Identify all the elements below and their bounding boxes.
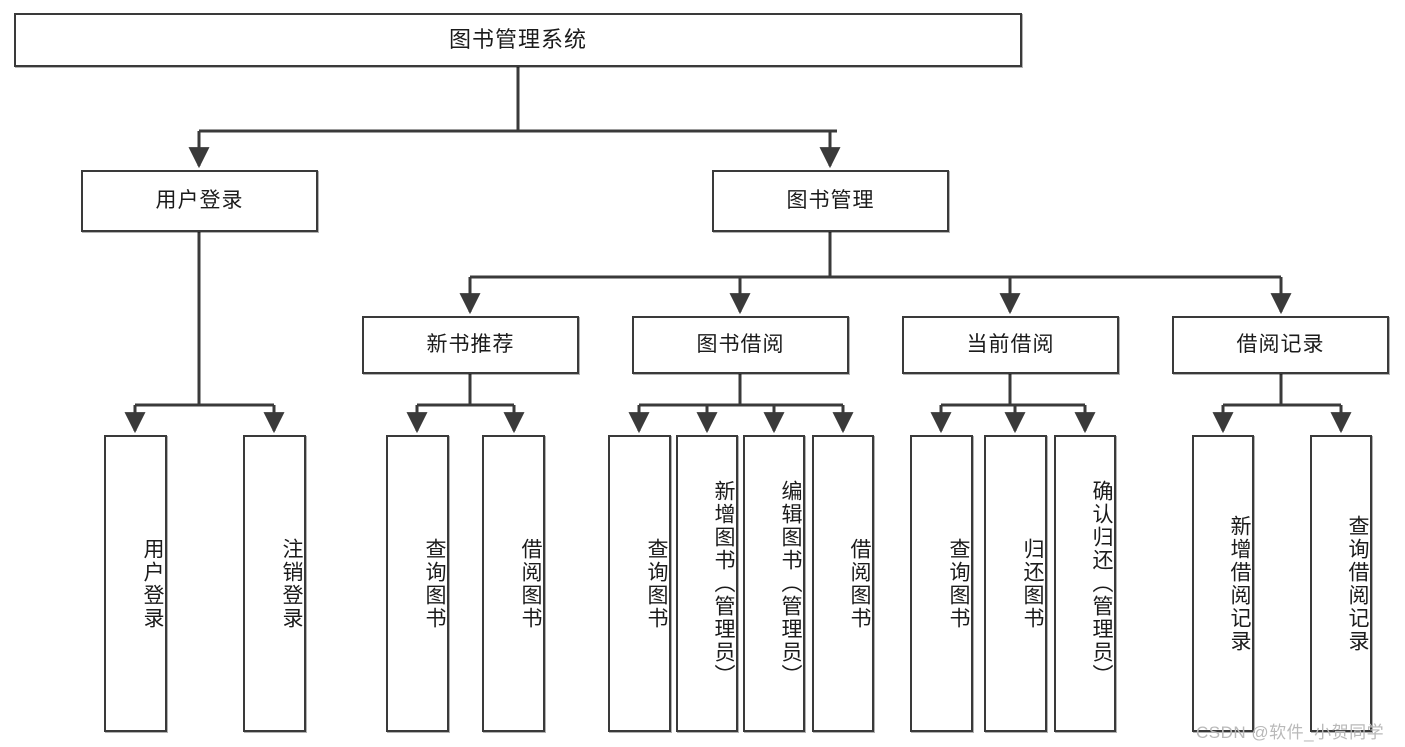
leaf-node[interactable]: 借阅图书 [482,435,545,732]
leaf-node-label: 编辑图书（管理员） [779,480,802,687]
leaf-node[interactable]: 查询借阅记录 [1310,435,1372,732]
leaf-node-label: 新增借阅记录 [1228,514,1251,653]
node-new-book-recommend[interactable]: 新书推荐 [362,316,579,374]
leaf-node-label: 新增图书（管理员） [712,480,735,687]
leaf-node-label: 归还图书 [1021,537,1044,630]
leaf-node[interactable]: 查询图书 [386,435,449,732]
leaf-node-label: 查询借阅记录 [1346,514,1369,653]
leaf-node[interactable]: 借阅图书 [812,435,874,732]
leaf-node-label: 查询图书 [947,537,970,630]
leaf-node-label: 用户登录 [141,537,164,630]
leaf-node-label: 确认归还（管理员） [1090,480,1113,687]
leaf-node-label: 查询图书 [645,537,668,630]
leaf-node-label: 查询图书 [423,537,446,630]
leaf-node-label: 借阅图书 [848,537,871,630]
node-book-borrow[interactable]: 图书借阅 [632,316,849,374]
leaf-node[interactable]: 编辑图书（管理员） [743,435,805,732]
leaf-node-label: 注销登录 [280,537,303,630]
leaf-node[interactable]: 确认归还（管理员） [1054,435,1116,732]
node-current-borrow[interactable]: 当前借阅 [902,316,1119,374]
leaf-node[interactable]: 新增图书（管理员） [676,435,738,732]
leaf-node[interactable]: 新增借阅记录 [1192,435,1254,732]
leaf-node[interactable]: 查询图书 [608,435,671,732]
leaf-node[interactable]: 归还图书 [984,435,1047,732]
csdn-watermark: CSDN @软件_小贺同学 [1196,723,1385,742]
node-user-login[interactable]: 用户登录 [81,170,318,232]
node-book-management[interactable]: 图书管理 [712,170,949,232]
leaf-node[interactable]: 用户登录 [104,435,167,732]
leaf-node[interactable]: 查询图书 [910,435,973,732]
leaf-node-label: 借阅图书 [519,537,542,630]
leaf-node[interactable]: 注销登录 [243,435,306,732]
node-root[interactable]: 图书管理系统 [14,13,1022,67]
node-borrow-record[interactable]: 借阅记录 [1172,316,1389,374]
